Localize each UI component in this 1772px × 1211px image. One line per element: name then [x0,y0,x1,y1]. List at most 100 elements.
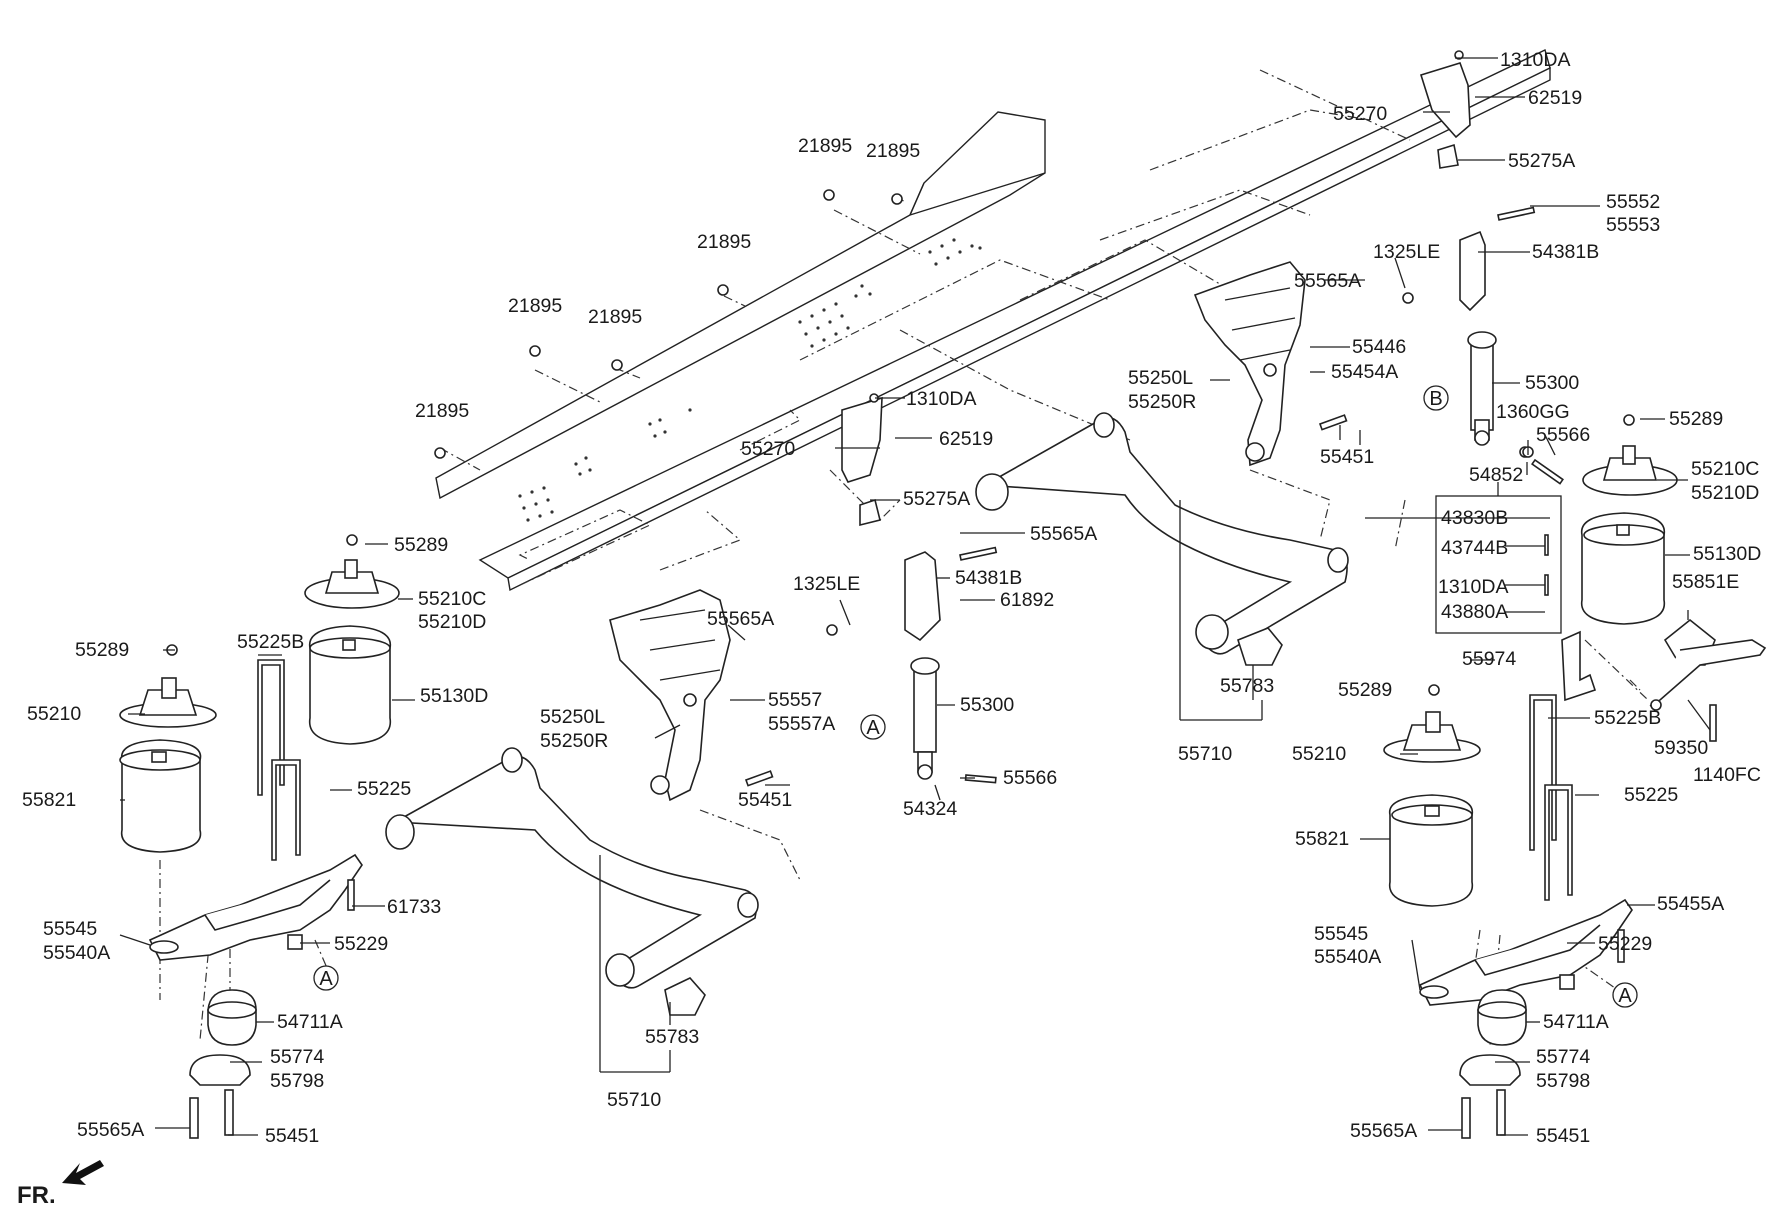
front-direction-indicator: FR. [17,1160,104,1209]
part-labels: 1310DA 62519 55270 55275A 55552 55553 13… [22,49,1761,1147]
part-label: 55774 [270,1046,324,1068]
part-label: 55289 [394,534,448,556]
callout-a-right: A [1612,982,1638,1008]
fasteners [434,50,1534,636]
part-label: 61892 [1000,589,1054,611]
part-label: 55454A [1331,361,1398,383]
part-label: 55540A [1314,946,1381,968]
part-label: 55553 [1606,214,1660,236]
part-label: 43880A [1441,601,1508,623]
rail-hole-pattern [518,238,982,522]
part-label: 55250L [540,706,605,728]
part-label: 55565A [1350,1120,1417,1142]
part-label: 55455A [1657,893,1724,915]
callout-b-right-text: B [1429,388,1442,410]
right-air-spring-assembly [1383,414,1767,1139]
part-label: 59350 [1654,737,1708,759]
part-label: 55210 [27,703,81,725]
part-label: 55210D [418,611,486,633]
part-label: 55557A [768,713,835,735]
part-label: 55270 [1333,103,1387,125]
mid-shock-assembly [841,396,998,784]
part-label: 1310DA [1438,576,1508,598]
leader-lines [119,57,1711,1136]
part-label: 55710 [1178,743,1232,765]
part-label: 54381B [955,567,1022,589]
part-label: 1310DA [906,388,976,410]
callout-a-left-text: A [319,968,333,990]
part-label: 55774 [1536,1046,1590,1068]
part-label: 54711A [277,1011,343,1033]
part-label: 61733 [387,896,441,918]
part-label: 21895 [866,140,920,162]
part-label: 55225 [1624,784,1678,806]
part-label: 55974 [1462,648,1516,670]
callout-a-left: A [313,965,339,991]
part-label: 21895 [588,306,642,328]
part-label: 55250R [1128,391,1196,413]
part-label: 55566 [1003,767,1057,789]
part-label: 55446 [1352,336,1406,358]
part-label: 55250L [1128,367,1193,389]
part-label: 55451 [1320,446,1374,468]
callout-a-mid: A [860,714,886,740]
part-label: 55289 [1669,408,1723,430]
part-label: 55130D [1693,543,1761,565]
right-bracket-and-arm [975,261,1349,666]
part-label: 1140FC [1693,764,1761,786]
part-label: 55545 [43,918,97,940]
right-shock-assembly [1419,62,1564,485]
part-label: 55565A [1294,270,1361,292]
part-label: 55289 [75,639,129,661]
part-label: 54324 [903,798,957,820]
left-air-spring-assembly [119,534,400,1139]
part-label: 55566 [1536,424,1590,446]
callout-a-mid-text: A [866,717,880,739]
part-label: 55821 [1295,828,1349,850]
part-label: 21895 [415,400,469,422]
left-bracket-and-arm [385,589,774,1016]
part-label: 55565A [1030,523,1097,545]
part-label: 55229 [1598,933,1652,955]
part-label: 55210D [1691,482,1759,504]
front-label: FR. [17,1182,56,1209]
part-label: 55783 [645,1026,699,1048]
part-label: 55210 [1292,743,1346,765]
part-label: 1310DA [1500,49,1570,71]
part-label: 55275A [1508,150,1575,172]
part-label: 1325LE [1373,241,1440,263]
part-label: 55451 [1536,1125,1590,1147]
part-label: 55557 [768,689,822,711]
part-label: 43744B [1441,537,1508,559]
part-label: 21895 [798,135,852,157]
part-label: 55821 [22,789,76,811]
part-label: 55851E [1672,571,1739,593]
part-label: 55270 [741,438,795,460]
part-label: 55565A [77,1119,144,1141]
part-label: 55225 [357,778,411,800]
part-label: 55210C [418,588,486,610]
part-label: 55300 [960,694,1014,716]
part-label: 55289 [1338,679,1392,701]
part-label: 21895 [508,295,562,317]
callout-a-right-text: A [1618,985,1632,1007]
part-label: 62519 [939,428,993,450]
part-label: 54852 [1469,464,1523,486]
part-label: 55225B [1594,707,1661,729]
part-label: 55225B [237,631,304,653]
part-label: 55275A [903,488,970,510]
part-label: 55210C [1691,458,1759,480]
part-label: 55451 [738,789,792,811]
part-label: 54711A [1543,1011,1609,1033]
part-label: 55565A [707,608,774,630]
part-label: 55710 [607,1089,661,1111]
part-label: 62519 [1528,87,1582,109]
part-label: 55300 [1525,372,1579,394]
part-label: 55798 [1536,1070,1590,1092]
part-label: 55545 [1314,923,1368,945]
part-label: 55229 [334,933,388,955]
part-label: 1325LE [793,573,860,595]
part-label: 55783 [1220,675,1274,697]
part-label: 54381B [1532,241,1599,263]
